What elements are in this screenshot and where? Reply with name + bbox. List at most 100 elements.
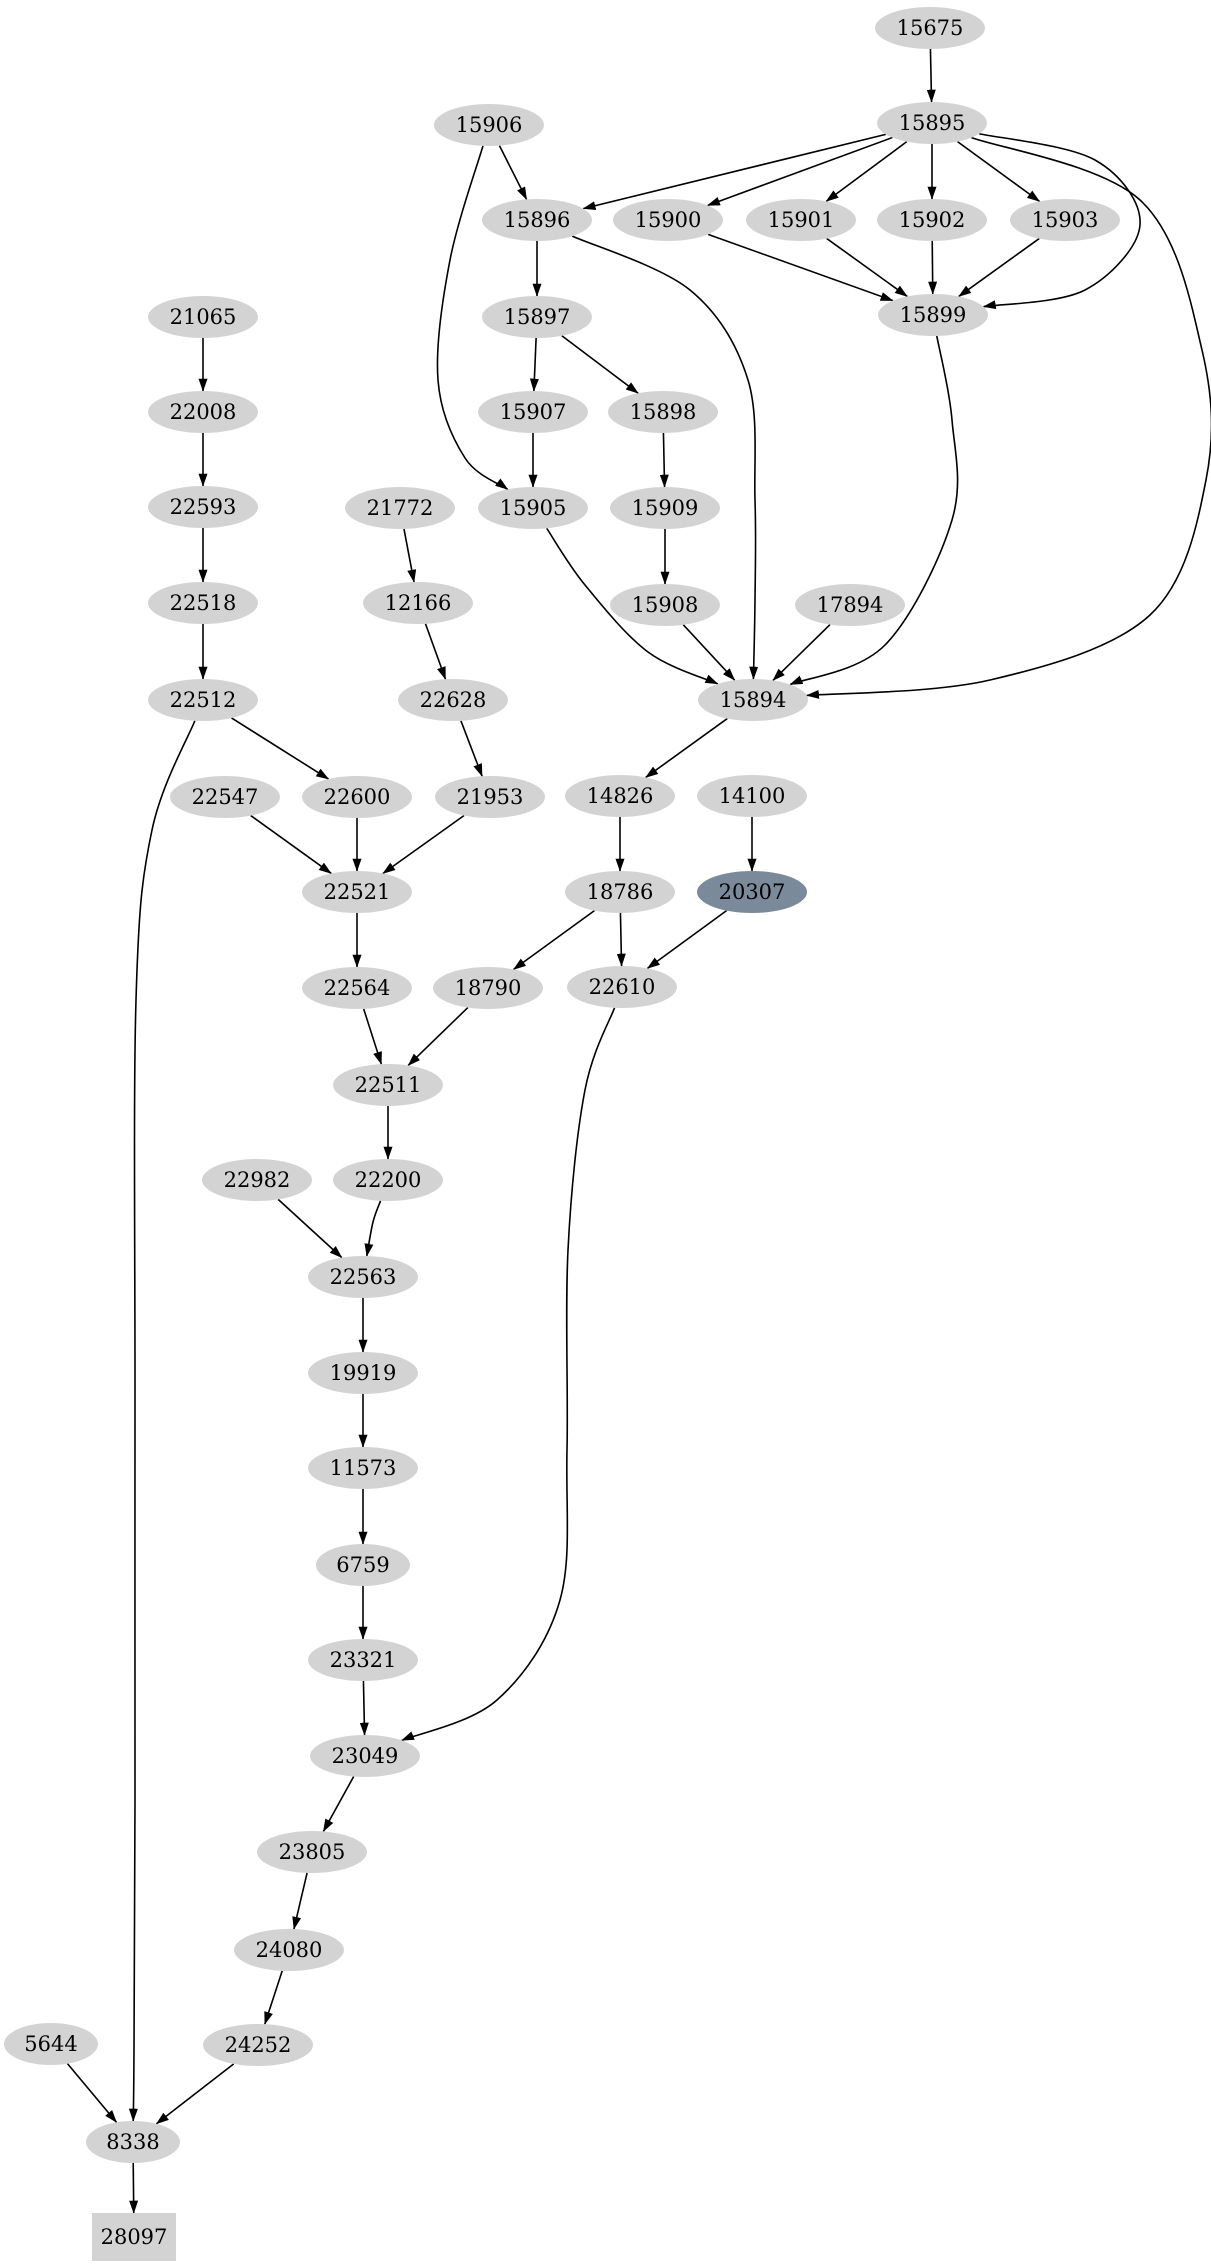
node-22008: 22008 — [148, 391, 258, 433]
node-label-23321: 23321 — [330, 1648, 397, 1672]
edge-15905-15894 — [546, 527, 719, 685]
node-label-15897: 15897 — [504, 305, 571, 329]
node-shape-22512 — [148, 679, 258, 721]
edge-23321-23049 — [359, 1680, 369, 1736]
node-label-15902: 15902 — [899, 208, 966, 232]
node-shape-22200 — [333, 1159, 443, 1201]
node-label-18786: 18786 — [587, 880, 654, 904]
edge-21772-12166 — [403, 528, 417, 583]
node-shape-15675 — [875, 7, 985, 49]
edge-15906-15896 — [498, 145, 528, 201]
node-15900: 15900 — [613, 199, 723, 241]
node-shape-22563 — [308, 1256, 418, 1298]
edge-15895-15900 — [706, 136, 893, 207]
edge-15895-15894 — [806, 136, 1211, 699]
node-shape-14100 — [697, 775, 807, 817]
node-shape-20307 — [697, 871, 807, 913]
node-shape-15897 — [482, 296, 592, 338]
edge-15895-15896 — [582, 133, 886, 211]
node-15895: 15895 — [877, 102, 987, 144]
node-label-21772: 21772 — [367, 496, 434, 520]
edge-22628-21953 — [460, 720, 483, 777]
node-shape-23321 — [308, 1639, 418, 1681]
node-21065: 21065 — [148, 296, 258, 338]
node-shape-22547 — [170, 776, 280, 818]
node-label-22511: 22511 — [355, 1073, 422, 1097]
node-15903: 15903 — [1010, 199, 1120, 241]
node-shape-8338 — [86, 2121, 180, 2163]
edge-24252-8338 — [155, 2063, 235, 2125]
node-shape-11573 — [308, 1447, 418, 1489]
edge-8338-28097 — [129, 2162, 139, 2214]
node-22564: 22564 — [302, 967, 412, 1009]
node-label-15675: 15675 — [897, 16, 964, 40]
node-label-15899: 15899 — [900, 303, 967, 327]
edge-15897-15898 — [561, 335, 639, 394]
node-shape-15894 — [698, 679, 808, 721]
node-label-24252: 24252 — [225, 2033, 292, 2057]
node-15894: 15894 — [698, 679, 808, 721]
node-label-12166: 12166 — [385, 591, 452, 615]
node-15675: 15675 — [875, 7, 985, 49]
node-18786: 18786 — [565, 871, 675, 913]
node-20307: 20307 — [697, 871, 807, 913]
node-shape-15898 — [608, 391, 718, 433]
node-shape-14826 — [565, 775, 675, 817]
node-label-15905: 15905 — [500, 496, 567, 520]
node-28097: 28097 — [92, 2213, 176, 2261]
node-label-28097: 28097 — [101, 2225, 168, 2249]
node-label-17894: 17894 — [817, 593, 884, 617]
node-shape-18786 — [565, 871, 675, 913]
edges-layer — [66, 48, 1211, 2214]
node-21772: 21772 — [345, 487, 455, 529]
node-label-21065: 21065 — [170, 305, 237, 329]
node-14826: 14826 — [565, 775, 675, 817]
node-15909: 15909 — [610, 487, 720, 529]
edge-15902-15899 — [928, 240, 938, 295]
node-shape-15909 — [610, 487, 720, 529]
node-22200: 22200 — [333, 1159, 443, 1201]
node-shape-6759 — [316, 1544, 410, 1586]
node-shape-22511 — [333, 1064, 443, 1106]
node-22563: 22563 — [308, 1256, 418, 1298]
node-23321: 23321 — [308, 1639, 418, 1681]
node-22521: 22521 — [302, 871, 412, 913]
edge-18790-22511 — [407, 1006, 469, 1067]
edge-18786-18790 — [512, 909, 595, 971]
node-shape-15901 — [746, 199, 856, 241]
node-shape-24252 — [203, 2024, 313, 2066]
edge-17894-15894 — [772, 623, 831, 682]
node-22547: 22547 — [170, 776, 280, 818]
node-shape-15907 — [478, 391, 588, 433]
node-19919: 19919 — [308, 1352, 418, 1394]
edge-15896-15894 — [571, 235, 759, 680]
node-label-19919: 19919 — [330, 1361, 397, 1385]
edge-22982-22563 — [277, 1198, 343, 1259]
node-22600: 22600 — [302, 776, 412, 818]
node-22982: 22982 — [202, 1159, 312, 1201]
node-shape-21065 — [148, 296, 258, 338]
node-label-22008: 22008 — [170, 400, 237, 424]
node-8338: 8338 — [86, 2121, 180, 2163]
node-label-15907: 15907 — [500, 400, 567, 424]
node-15896: 15896 — [482, 199, 592, 241]
node-shape-22600 — [302, 776, 412, 818]
node-24080: 24080 — [234, 1929, 344, 1971]
node-shape-15903 — [1010, 199, 1120, 241]
node-label-20307: 20307 — [719, 880, 786, 904]
node-shape-22982 — [202, 1159, 312, 1201]
node-shape-21953 — [435, 776, 545, 818]
node-15901: 15901 — [746, 199, 856, 241]
edge-5644-8338 — [66, 2063, 118, 2123]
node-6759: 6759 — [316, 1544, 410, 1586]
node-label-15900: 15900 — [635, 208, 702, 232]
edge-22512-8338 — [128, 720, 196, 2122]
node-22593: 22593 — [148, 486, 258, 528]
node-shape-22593 — [148, 486, 258, 528]
edge-20307-22610 — [646, 909, 728, 970]
node-label-23805: 23805 — [279, 1840, 346, 1864]
edge-15675-15895 — [926, 48, 936, 103]
node-label-22563: 22563 — [330, 1265, 397, 1289]
